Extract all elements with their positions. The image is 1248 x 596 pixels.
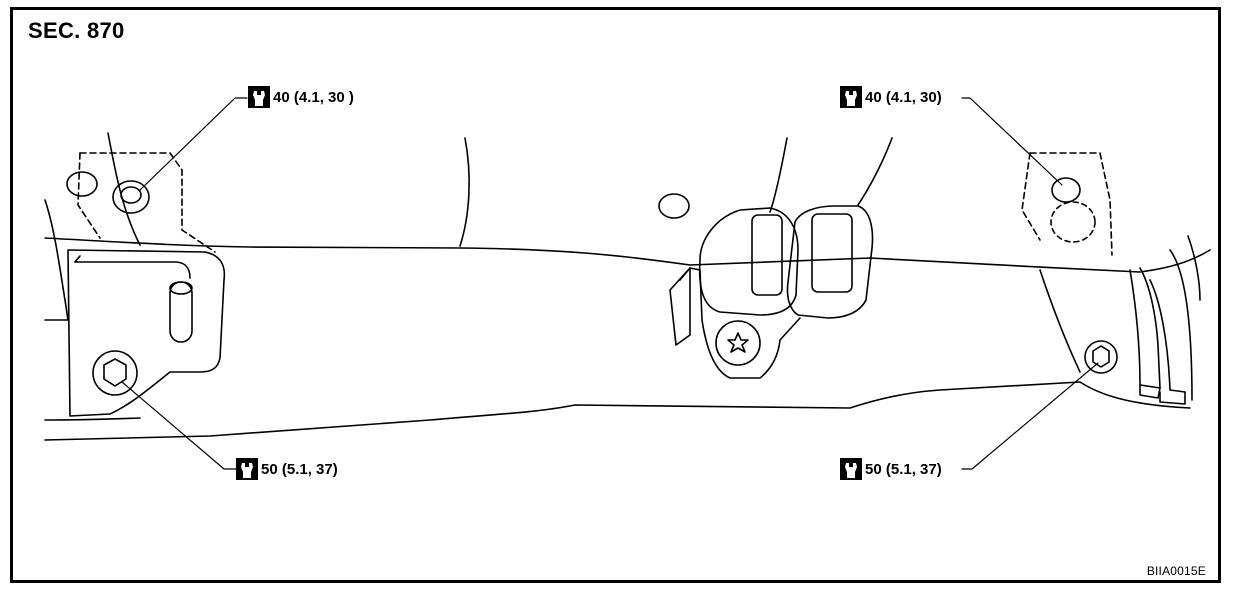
torque-label-upper-left: 40 (4.1, 30 ) [248, 86, 354, 108]
torque-wrench-icon [236, 458, 258, 480]
left-floor-hole [66, 171, 98, 197]
cross-member-lower-line [44, 417, 141, 421]
cross-member-top-edge [44, 237, 1211, 273]
figure-code: BIIA0015E [1146, 564, 1206, 578]
section-title: SEC. 870 [28, 18, 125, 43]
torque-label-lower-right: 50 (5.1, 37) [840, 458, 942, 480]
buckle-base [679, 267, 801, 379]
buckle-anchor-bolt [715, 320, 761, 366]
leader-lower-left [121, 381, 237, 470]
left-guide-pin [169, 281, 193, 343]
right-upper-bolt [1051, 177, 1081, 203]
torque-value: 50 (5.1, 37) [865, 460, 942, 478]
torque-wrench-icon [840, 458, 862, 480]
diagram-frame [10, 7, 1221, 583]
buckle-slot-right [811, 213, 853, 293]
right-lower-bolt [1084, 340, 1118, 374]
buckle-body-left [698, 207, 799, 316]
right-floor-hole [1050, 201, 1096, 243]
seat-cushion-edge [459, 137, 470, 247]
left-floor-dashed-outline [79, 152, 216, 253]
left-upper-bolt [112, 180, 150, 214]
center-floor-hole [658, 193, 690, 219]
torque-value: 40 (4.1, 30 ) [273, 88, 354, 106]
torque-label-upper-right: 40 (4.1, 30) [840, 86, 942, 108]
seat-back-line-left [107, 132, 141, 246]
leader-lower-right [961, 362, 1099, 470]
cross-member-bottom-edge [44, 381, 1191, 441]
left-lower-bolt [92, 350, 138, 396]
buckle-strap-left [769, 137, 788, 213]
torque-label-lower-left: 50 (5.1, 37) [236, 458, 338, 480]
torque-value: 40 (4.1, 30) [865, 88, 942, 106]
right-side-structure [1129, 267, 1161, 389]
buckle-slot-left [751, 214, 783, 296]
buckle-strap-right [857, 137, 893, 206]
leader-upper-right [961, 97, 1063, 186]
torque-wrench-icon [248, 86, 270, 108]
buckle-body-right [786, 205, 874, 319]
torque-wrench-icon [840, 86, 862, 108]
right-floor-dashed-outline [1029, 152, 1113, 256]
torque-value: 50 (5.1, 37) [261, 460, 338, 478]
leader-upper-left [139, 97, 248, 191]
left-anchor-plate [67, 249, 226, 417]
